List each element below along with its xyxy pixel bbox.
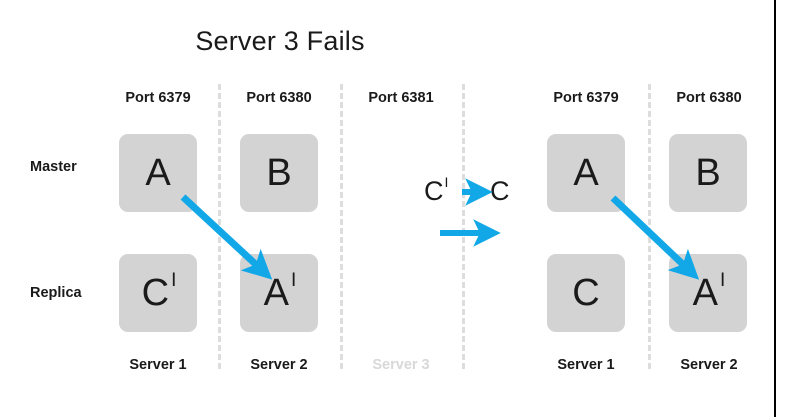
divider-left-1 [218, 84, 221, 369]
node-glyph: A [573, 152, 599, 194]
legend-to-term: C [490, 176, 510, 206]
node-right-master-server2[interactable]: B [669, 134, 747, 212]
port-label-right-6380: Port 6380 [676, 90, 742, 106]
node-glyph: B [695, 152, 721, 194]
port-label-left-6380: Port 6380 [246, 90, 312, 106]
legend-from-term: CI [424, 174, 449, 206]
port-label-right-6379: Port 6379 [553, 90, 619, 106]
row-label-replica: Replica [30, 285, 82, 301]
node-glyph: B [266, 152, 292, 194]
server-label-right-1: Server 1 [557, 357, 615, 373]
server-label-right-2: Server 2 [680, 357, 738, 373]
row-label-master: Master [30, 159, 77, 175]
node-glyph: C [572, 272, 600, 314]
server-label-left-1: Server 1 [129, 357, 187, 373]
divider-left-2 [340, 84, 343, 369]
page-title: Server 3 Fails [195, 26, 365, 56]
node-left-master-server2[interactable]: B [240, 134, 318, 212]
slide-frame-edge [774, 0, 776, 417]
node-left-master-server1[interactable]: A [119, 134, 197, 212]
node-glyph: A [145, 152, 171, 194]
port-label-left-6381: Port 6381 [368, 90, 434, 106]
port-label-left-6379: Port 6379 [125, 90, 191, 106]
node-right-replica-server1[interactable]: C [547, 254, 625, 332]
server-label-left-2: Server 2 [250, 357, 308, 373]
divider-left-3 [462, 84, 465, 369]
divider-right-1 [648, 84, 651, 369]
server-label-left-3: Server 3 [372, 357, 430, 373]
node-right-master-server1[interactable]: A [547, 134, 625, 212]
